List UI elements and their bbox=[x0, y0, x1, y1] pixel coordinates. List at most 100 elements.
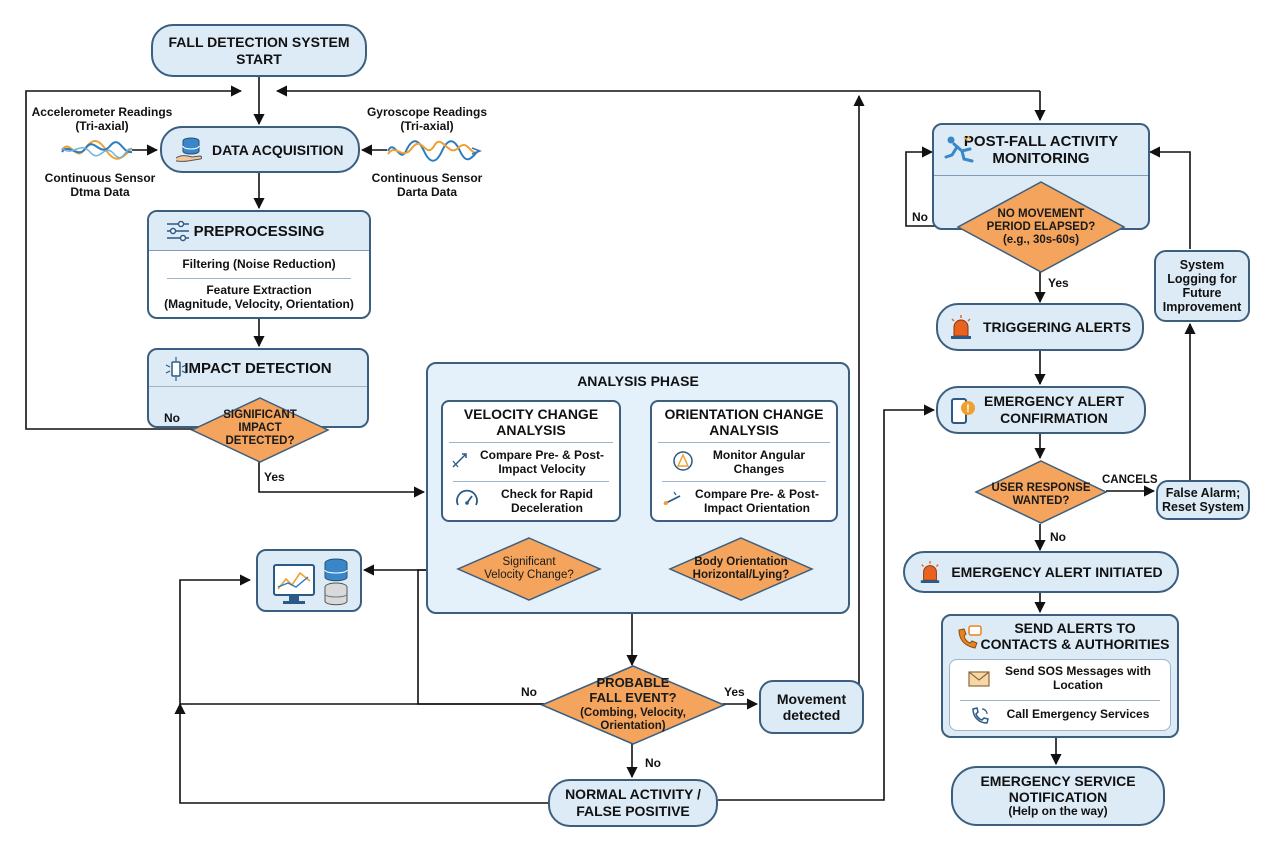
alert-initiated-node: EMERGENCY ALERT INITIATED bbox=[903, 551, 1179, 593]
probable-fall-title: PROBABLE FALL EVENT? bbox=[563, 675, 703, 706]
preprocessing-features: Feature Extraction (Magnitude, Velocity,… bbox=[149, 283, 369, 312]
normal-activity-line1: NORMAL ACTIVITY / bbox=[565, 786, 701, 803]
preprocessing-node: PREPROCESSING Filtering (Noise Reduction… bbox=[147, 210, 371, 319]
gyroscope-sub: Continuous Sensor Darta Data bbox=[357, 171, 497, 200]
orientation-item1: Monitor Angular Changes bbox=[688, 448, 830, 477]
impact-detection-header: IMPACT DETECTION bbox=[149, 350, 367, 387]
orientation-decision-line2: Horizontal/Lying? bbox=[692, 569, 790, 582]
monitoring-icon-node bbox=[256, 549, 362, 612]
accelerometer-sub-line1: Continuous Sensor bbox=[44, 171, 156, 185]
movement-detected-line1: Movement bbox=[776, 690, 847, 707]
probable-fall-sub: (Combing, Velocity, Orientation) bbox=[563, 707, 703, 733]
falling-person-icon bbox=[944, 135, 974, 163]
probable-fall-line1: PROBABLE bbox=[596, 675, 670, 690]
gyroscope-title-line1: Gyroscope Readings bbox=[366, 105, 488, 119]
movement-detected-text: Movement detected bbox=[777, 691, 846, 723]
start-line1: FALL DETECTION SYSTEM bbox=[168, 33, 350, 50]
impact-decision-diamond bbox=[190, 397, 330, 463]
send-sos-text: Send SOS Messages with Location bbox=[990, 664, 1166, 693]
probable-yes-label: Yes bbox=[724, 685, 745, 699]
velocity-decision-line1: Significant bbox=[502, 556, 556, 568]
gyroscope-title-line2: (Tri-axial) bbox=[400, 118, 454, 133]
triggering-alerts-label: TRIGGERING ALERTS bbox=[982, 319, 1132, 335]
false-alarm-node: False Alarm; Reset System bbox=[1156, 480, 1250, 520]
cancels-label: CANCELS bbox=[1102, 474, 1158, 486]
accelerometer-title-line2: (Tri-axial) bbox=[75, 118, 129, 133]
siren-icon bbox=[921, 561, 940, 583]
preprocessing-title: PREPROCESSING bbox=[193, 222, 325, 240]
orientation-item-separator bbox=[662, 481, 826, 482]
gyroscope-wave-icon bbox=[387, 140, 482, 162]
orientation-item2-line1: Compare Pre- & Post- bbox=[694, 487, 820, 501]
post-fall-title-line2: MONITORING bbox=[992, 150, 1090, 167]
velocity-item2-line1: Check for Rapid bbox=[500, 487, 593, 501]
orientation-item2-line2: Impact Orientation bbox=[703, 500, 810, 515]
probable-no-left-label: No bbox=[521, 685, 537, 699]
analysis-phase-title: ANALYSIS PHASE bbox=[577, 373, 699, 389]
user-response-diamond bbox=[974, 460, 1108, 524]
service-notification-line1: EMERGENCY SERVICE bbox=[980, 773, 1136, 789]
velocity-analysis-card: VELOCITY CHANGE ANALYSIS Compare Pre- & … bbox=[441, 400, 621, 522]
post-fall-header: POST-FALL ACTIVITY MONITORING bbox=[934, 125, 1148, 176]
no-movement-line1: NO MOVEMENT bbox=[997, 208, 1085, 220]
post-fall-title-line1: POST-FALL ACTIVITY bbox=[963, 132, 1119, 150]
velocity-item1-line2: Impact Velocity bbox=[498, 461, 586, 476]
service-notification-line2: NOTIFICATION bbox=[1008, 789, 1108, 806]
arrow-probable-no bbox=[179, 574, 544, 705]
orientation-analysis-card: ORIENTATION CHANGE ANALYSIS Monitor Angu… bbox=[650, 400, 838, 522]
start-node: FALL DETECTION SYSTEM START bbox=[151, 24, 367, 77]
velocity-title-separator bbox=[449, 442, 613, 443]
velocity-analysis-title: VELOCITY CHANGE ANALYSIS bbox=[443, 406, 619, 438]
probable-no-down-label: No bbox=[645, 756, 661, 770]
probable-fall-line4: Orientation) bbox=[600, 720, 666, 733]
send-alerts-title-line1: SEND ALERTS TO bbox=[1014, 620, 1136, 636]
impact-decision-line3: DETECTED? bbox=[225, 435, 295, 448]
velocity-item1-line1: Compare Pre- & Post- bbox=[479, 448, 605, 462]
send-sos-line2: Location bbox=[1053, 677, 1103, 692]
system-logging-line3: Future bbox=[1182, 286, 1222, 300]
velocity-item-separator bbox=[453, 481, 609, 482]
orientation-title-separator bbox=[658, 442, 830, 443]
system-logging-line2: Logging for bbox=[1167, 272, 1237, 286]
alert-confirmation-node: ! EMERGENCY ALERT CONFIRMATION bbox=[936, 386, 1146, 434]
orientation-title-line2: ANALYSIS bbox=[709, 422, 779, 439]
send-alerts-separator bbox=[960, 700, 1160, 701]
post-fall-no-label: No bbox=[912, 210, 928, 224]
accelerometer-title-line1: Accelerometer Readings bbox=[31, 105, 173, 119]
preprocessing-features-line1: Feature Extraction bbox=[206, 283, 312, 297]
arrow-impact-no-loop bbox=[25, 85, 243, 430]
monitor-database-icon bbox=[273, 558, 348, 606]
impact-yes-label: Yes bbox=[264, 470, 285, 484]
no-movement-line2: PERIOD ELAPSED? bbox=[986, 221, 1096, 234]
accelerometer-sub-line2: Dtma Data bbox=[70, 184, 130, 199]
preprocessing-features-line2: (Magnitude, Velocity, Orientation) bbox=[164, 296, 354, 311]
send-alerts-title: SEND ALERTS TO CONTACTS & AUTHORITIES bbox=[973, 620, 1177, 652]
send-alerts-node: SEND ALERTS TO CONTACTS & AUTHORITIES Se… bbox=[941, 614, 1179, 738]
service-notification-line3: (Help on the way) bbox=[1008, 804, 1108, 819]
phone-icon bbox=[972, 707, 989, 724]
no-movement-diamond bbox=[956, 181, 1126, 273]
normal-activity-line2: FALSE POSITIVE bbox=[576, 803, 690, 819]
velocity-decision-diamond bbox=[456, 537, 602, 601]
post-fall-yes-label: Yes bbox=[1048, 276, 1069, 290]
user-response-line1: USER RESPONSE bbox=[991, 482, 1091, 494]
velocity-icon bbox=[452, 453, 467, 468]
speedometer-icon bbox=[456, 489, 478, 506]
system-logging-node: System Logging for Future Improvement bbox=[1154, 250, 1250, 322]
arrow-normal-to-confirmation bbox=[718, 404, 936, 801]
orientation-item2: Compare Pre- & Post- Impact Orientation bbox=[680, 487, 834, 516]
no-movement-decision-text: NO MOVEMENT PERIOD ELAPSED? (e.g., 30s-6… bbox=[981, 208, 1101, 248]
preprocessing-separator bbox=[167, 278, 351, 279]
send-alerts-title-line2: CONTACTS & AUTHORITIES bbox=[980, 636, 1170, 653]
movement-detected-node: Movement detected bbox=[759, 680, 864, 734]
send-sos-line1: Send SOS Messages with bbox=[1004, 664, 1152, 678]
orientation-item1-line1: Monitor Angular bbox=[712, 448, 806, 462]
data-acquisition-node: DATA ACQUISITION bbox=[160, 126, 360, 173]
siren-icon bbox=[950, 315, 971, 339]
velocity-item2-line2: Deceleration bbox=[510, 500, 584, 515]
impact-decision-line1: SIGNIFICANT bbox=[223, 409, 297, 421]
gyroscope-sub-line1: Continuous Sensor bbox=[371, 171, 483, 185]
velocity-title-line1: VELOCITY CHANGE bbox=[463, 406, 599, 422]
preprocessing-filtering: Filtering (Noise Reduction) bbox=[182, 257, 336, 271]
